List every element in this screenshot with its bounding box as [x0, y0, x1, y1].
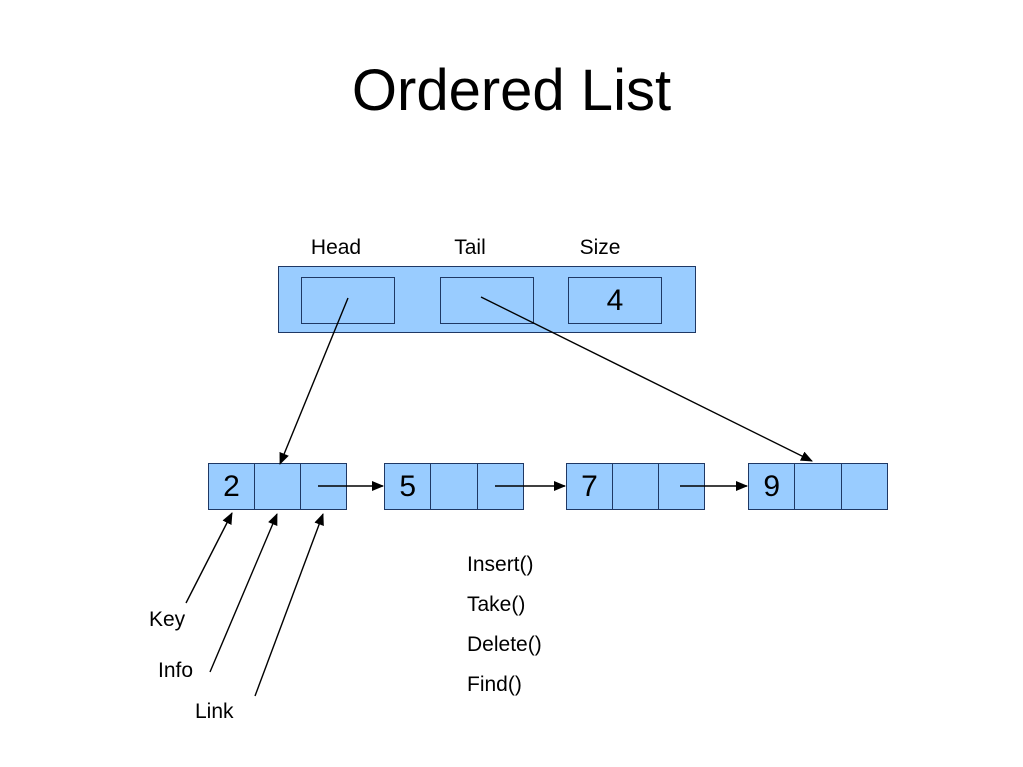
info-label-arrow — [209, 513, 278, 673]
method-take: Take() — [467, 593, 526, 616]
size-label: Size — [579, 236, 621, 259]
node-info-cell — [794, 464, 840, 509]
node-key-cell: 9 — [749, 464, 794, 509]
node-key-value: 2 — [223, 469, 240, 503]
node-link-cell — [300, 464, 346, 509]
info-field-label: Info — [158, 659, 194, 682]
node-key-value: 7 — [581, 469, 598, 503]
node-info-cell — [254, 464, 300, 509]
node-key-cell: 5 — [385, 464, 430, 509]
method-insert: Insert() — [467, 553, 534, 576]
node-link-cell — [476, 464, 523, 509]
method-find: Find() — [467, 673, 522, 696]
node-key-value: 5 — [399, 469, 416, 503]
size-value-slot: 4 — [568, 277, 662, 324]
list-node-5: 5 — [384, 463, 524, 510]
methods-list: Insert() Take() Delete() Find() — [467, 549, 542, 709]
head-pointer-slot — [301, 277, 395, 324]
list-node-7: 7 — [566, 463, 705, 510]
node-info-cell — [612, 464, 658, 509]
link-label-arrow — [254, 513, 324, 697]
node-link-cell — [658, 464, 704, 509]
list-node-2: 2 — [208, 463, 347, 510]
method-delete: Delete() — [467, 633, 542, 656]
node-info-cell — [430, 464, 476, 509]
tail-label: Tail — [454, 236, 486, 259]
node-key-cell: 2 — [209, 464, 254, 509]
tail-pointer-slot — [440, 277, 534, 324]
size-value: 4 — [606, 283, 624, 317]
list-node-9: 9 — [748, 463, 888, 510]
node-key-value: 9 — [763, 469, 780, 503]
node-key-cell: 7 — [567, 464, 612, 509]
slide-title: Ordered List — [351, 58, 672, 123]
node-link-cell — [840, 464, 887, 509]
head-label: Head — [310, 236, 362, 259]
key-field-label: Key — [149, 608, 186, 631]
link-field-label: Link — [195, 700, 234, 723]
key-label-arrow — [185, 512, 233, 604]
